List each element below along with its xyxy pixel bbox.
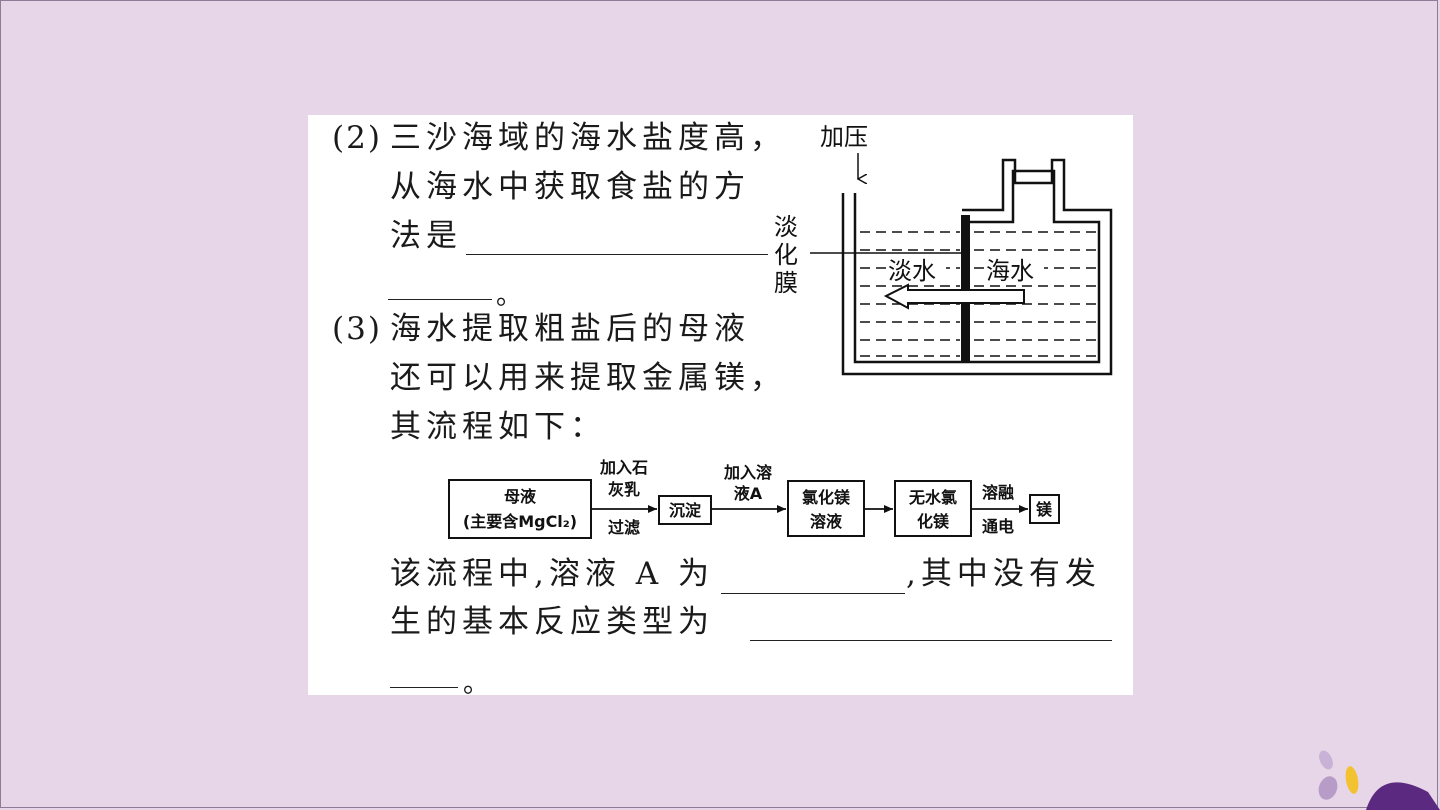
q2-line1: 三沙海域的海水盐度高， [390, 120, 786, 156]
q3-end-mark: 。 [463, 669, 490, 699]
q2-end-mark: 。 [496, 281, 523, 311]
arrow1-bottom: 过滤 [608, 518, 640, 537]
box-precipitate [658, 495, 712, 525]
water-flow-arrow [883, 283, 1025, 310]
question-card: (2) 三沙海域的海水盐度高， 从海水中获取食盐的方 法是 。 (3) 海水提取… [308, 115, 1133, 699]
magnesium-flowchart: 母液 (主要含MgCl₂) 加入石 灰乳 过滤 沉淀 加入溶 液A 氯化镁 溶液… [448, 458, 1060, 539]
box1-line2: (主要含MgCl₂) [463, 512, 577, 531]
q3-line3: 其流程如下： [390, 409, 606, 445]
fresh-water-label-bg [886, 257, 946, 285]
fresh-water-label: 淡水 [888, 257, 936, 285]
arrow2-top2: 液A [734, 484, 763, 503]
q3-solution-a-blank[interactable] [721, 593, 905, 594]
sea-water-label-bg [984, 257, 1044, 285]
sea-water-label: 海水 [986, 257, 1034, 285]
box3-line2: 溶液 [810, 512, 843, 531]
membrane-label-1: 淡 [774, 213, 798, 241]
q3-line4-part1: 该流程中,溶液 A 为 [390, 556, 714, 592]
decorative-leaves [1318, 750, 1440, 810]
box4-line2: 化镁 [917, 512, 949, 531]
q3-reaction-type-blank-1[interactable] [750, 640, 1112, 641]
q2-line3: 法是 [390, 218, 462, 254]
q2-line2: 从海水中获取食盐的方 [390, 169, 750, 205]
arrow1-top2: 灰乳 [608, 480, 640, 499]
q3-line2: 还可以用来提取金属镁， [390, 360, 786, 396]
pressure-label: 加压 [820, 123, 868, 151]
box3-line1: 氯化镁 [802, 488, 850, 507]
q3-reaction-type-blank-2[interactable] [390, 687, 458, 688]
q2-number: (2) [332, 120, 382, 156]
membrane-label-3: 膜 [774, 269, 798, 297]
membrane-diagram: 加压 加压 淡 化 [774, 123, 1113, 376]
box-magnesium [1029, 494, 1060, 524]
arrow4-bottom: 通电 [982, 517, 1014, 536]
container-inner-wall [853, 169, 1101, 364]
box2-label: 沉淀 [669, 501, 702, 520]
box1-line1: 母液 [504, 487, 537, 506]
membrane-label-2: 化 [774, 241, 798, 269]
q3-line4-part2: ,其中没有发 [906, 556, 1101, 592]
box4-line1: 无水氯 [908, 488, 957, 507]
q2-answer-blank-2[interactable] [388, 299, 492, 300]
q3-number: (3) [332, 311, 382, 347]
q3-line1: 海水提取粗盐后的母液 [390, 311, 750, 347]
q2-answer-blank-1[interactable] [466, 254, 768, 255]
container-outer-wall [841, 158, 1113, 376]
arrow4-top: 溶融 [982, 483, 1014, 502]
box5-label: 镁 [1036, 500, 1052, 519]
arrow1-top1: 加入石 [599, 458, 648, 477]
q3-line5: 生的基本反应类型为 [390, 604, 714, 640]
arrow2-top1: 加入溶 [723, 463, 772, 482]
